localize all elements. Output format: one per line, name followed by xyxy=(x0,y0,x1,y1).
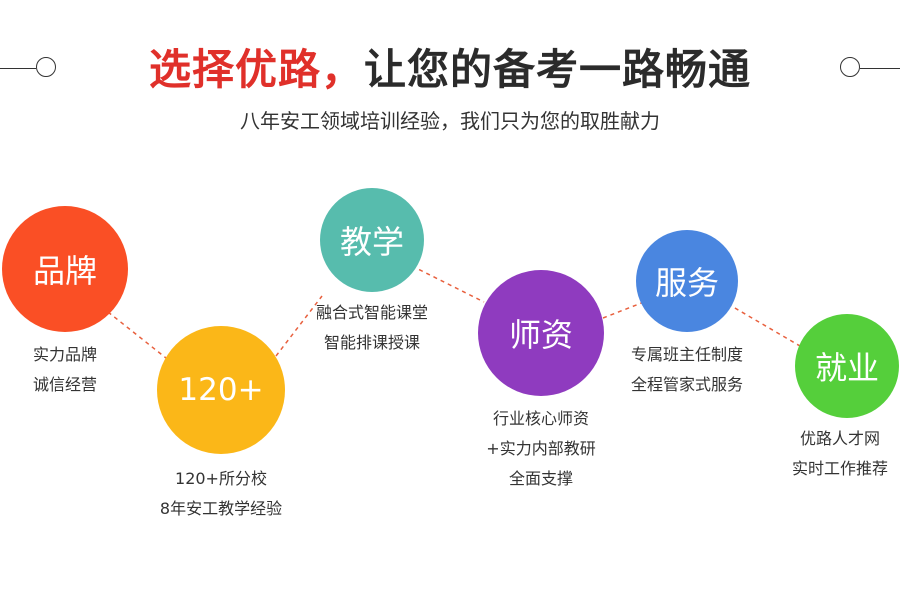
connector-service-employment xyxy=(727,303,801,347)
caption-line: 诚信经营 xyxy=(32,375,97,394)
node-service: 服务 xyxy=(636,230,738,332)
caption-line: 120+所分校 xyxy=(175,469,267,488)
caption-teachers: 行业核心师资 +实力内部教研 全面支撑 xyxy=(466,404,616,494)
caption-line: 优路人才网 xyxy=(799,429,880,448)
caption-line: 智能排课授课 xyxy=(323,333,420,352)
caption-line: 8年安工教学经验 xyxy=(159,499,283,518)
caption-line: 行业核心师资 xyxy=(492,409,589,428)
caption-line: +实力内部教研 xyxy=(486,439,596,458)
node-teaching: 教学 xyxy=(320,188,424,292)
page-subtitle: 八年安工领域培训经验，我们只为您的取胜献力 xyxy=(240,109,660,133)
connector-teaching-teachers xyxy=(411,265,485,303)
caption-line: 专属班主任制度 xyxy=(630,345,743,364)
caption-campus: 120+所分校 8年安工教学经验 xyxy=(131,464,311,524)
node-brand-label: 品牌 xyxy=(32,252,97,290)
left-ring-decoration xyxy=(0,57,60,81)
node-campus-label: 120+ xyxy=(178,372,264,408)
caption-employment: 优路人才网 实时工作推荐 xyxy=(780,424,900,484)
caption-line: 融合式智能课堂 xyxy=(315,303,428,322)
node-teachers: 师资 xyxy=(478,270,604,396)
page-title: 选择优路，让您的备考一路畅通 xyxy=(0,40,900,100)
node-employment: 就业 xyxy=(795,314,899,418)
connector-teachers-service xyxy=(602,301,645,319)
caption-line: 实力品牌 xyxy=(32,345,97,364)
caption-brand: 实力品牌 诚信经营 xyxy=(0,340,130,400)
node-employment-label: 就业 xyxy=(814,349,879,387)
caption-service: 专属班主任制度 全程管家式服务 xyxy=(612,340,762,400)
caption-teaching: 融合式智能课堂 智能排课授课 xyxy=(297,298,447,358)
caption-line: 全程管家式服务 xyxy=(630,375,743,394)
node-teachers-label: 师资 xyxy=(508,316,573,354)
title-highlight: 选择优路， xyxy=(148,45,364,94)
node-teaching-label: 教学 xyxy=(339,223,404,261)
node-service-label: 服务 xyxy=(654,264,719,302)
node-campus: 120+ xyxy=(157,326,285,454)
caption-line: 全面支撑 xyxy=(508,469,573,488)
caption-line: 实时工作推荐 xyxy=(791,459,888,478)
title-rest: 让您的备考一路畅通 xyxy=(364,45,752,94)
right-ring-decoration xyxy=(840,57,900,81)
node-brand: 品牌 xyxy=(2,206,128,332)
